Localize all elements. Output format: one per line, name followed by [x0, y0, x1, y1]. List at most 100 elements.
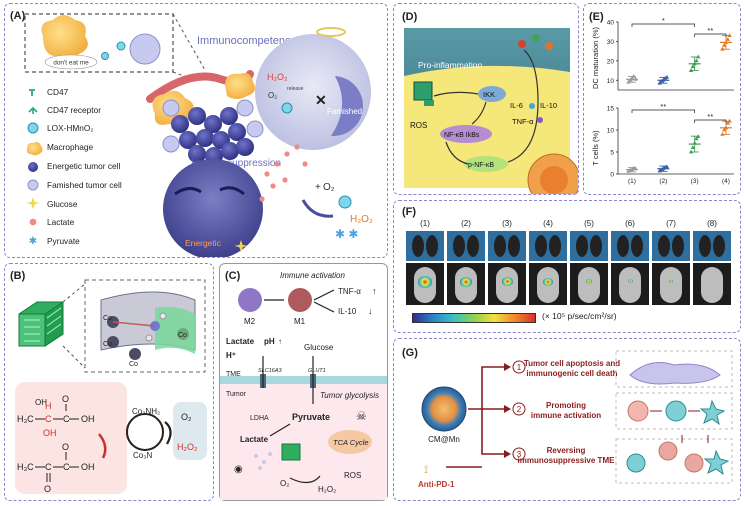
- red-arrow: [98, 433, 107, 459]
- co-atom-3: [129, 348, 141, 360]
- d-macrophage-core: [540, 166, 568, 194]
- f-group-label: (5): [584, 219, 594, 228]
- panel-e-label: (E): [589, 11, 604, 23]
- e-top-data-point: [662, 75, 668, 80]
- f-mouse-image: [447, 263, 485, 305]
- f-group-label: (4): [543, 219, 553, 228]
- f-mouse-image: [488, 263, 526, 305]
- e-top-data-point: [659, 78, 664, 83]
- ph-up: ↑: [278, 337, 282, 346]
- d-arrow-3: [445, 141, 469, 165]
- legend-lactate: Lactate: [47, 217, 75, 227]
- f-lung-image: [611, 231, 649, 261]
- e-top-data-point: [692, 61, 697, 66]
- e-bottom-sig-label: **: [660, 102, 666, 111]
- panel-c-art: Immune activation M2 M1 TNF-α ↑ IL-10 ↓ …: [220, 271, 387, 500]
- molecule-h1: [159, 312, 167, 320]
- d-arrow-4: [507, 49, 539, 163]
- panel-d-label: (D): [402, 11, 418, 23]
- c-tumor-label: Tumor: [226, 391, 247, 398]
- macrophage-cluster-2: [225, 73, 255, 99]
- e-bottom-xtick-label: (4): [722, 178, 730, 185]
- e-top-data-point: [631, 74, 636, 78]
- f-group-label: (2): [461, 219, 471, 228]
- tme-cell-3: [684, 453, 704, 473]
- e-top-data-point: [629, 75, 635, 80]
- e-top-data-point: [657, 80, 662, 85]
- legend-lox: LOX-HMnO₂: [47, 123, 94, 133]
- dc-cell-1: [627, 400, 649, 422]
- e-top-sig-bracket: [694, 33, 727, 37]
- f-group-label: (8): [707, 219, 717, 228]
- f-group-label: (6): [625, 219, 635, 228]
- m1-cell: [288, 288, 312, 312]
- lactate-box: [15, 382, 127, 494]
- svg-text:OH: OH: [81, 462, 95, 472]
- g-item-1-l2: immunogenic cell death: [526, 369, 617, 378]
- m2-cell: [238, 288, 262, 312]
- m2-label: M2: [244, 317, 256, 326]
- svg-text:O: O: [62, 442, 69, 452]
- legend-famished: Famished tumor cell: [47, 180, 122, 190]
- e-top-sig-label: **: [707, 26, 713, 35]
- legend-energetic: Energetic tumor cell: [47, 161, 120, 171]
- f-group-1: (1): [406, 219, 444, 305]
- x-mark: ✕: [315, 92, 327, 108]
- co3n-label: Co₃N: [133, 451, 152, 460]
- pyruvate-icon: ✱: [29, 236, 37, 247]
- dc-cell-2: [665, 400, 687, 422]
- e-top-data-point: [696, 54, 701, 59]
- c-ph-label: pH: [264, 337, 275, 346]
- famished-tumor-cell-icon: [27, 179, 39, 191]
- f-mouse-image: [693, 263, 731, 305]
- slc-label: SLC16A3: [258, 368, 282, 374]
- nanoparticle-inset-1: [116, 41, 126, 51]
- a-h2o2-right: H₂O₂: [350, 214, 373, 225]
- lox-hmno2-icon: [27, 122, 39, 134]
- co-label-2: Co: [103, 341, 112, 348]
- famished-nucleus: [331, 76, 364, 137]
- a-h2o2-label: H₂O₂: [267, 72, 288, 82]
- immunocompetence-label: Immunocompetence: [197, 35, 297, 47]
- ikk-label: IKK: [483, 90, 495, 99]
- redox-cycle: [126, 413, 164, 451]
- svg-text:C: C: [45, 414, 52, 424]
- f-lung-image: [447, 231, 485, 261]
- f-lung-image: [406, 231, 444, 261]
- panel-a-label: (A): [10, 10, 26, 22]
- g-arrow-3: [504, 450, 511, 458]
- tme-cell-2: [658, 441, 678, 461]
- g-num-2-circle: [512, 402, 526, 416]
- e-bottom-data-point: [725, 121, 730, 125]
- f-group-label: (3): [502, 219, 512, 228]
- panel-f-label: (F): [402, 206, 417, 218]
- a-o2-label: O₂: [268, 91, 277, 100]
- cd47-icon: [29, 89, 35, 96]
- pro-inflammation-label: Pro-inflammation: [418, 60, 483, 70]
- e-bottom-ytick-label: 0: [610, 172, 614, 179]
- legend-labels: CD47 CD47 receptor LOX-HMnO₂ Macrophage …: [47, 87, 122, 246]
- glycolysis-label: Tumor glycolysis: [320, 391, 379, 400]
- e-bottom-sig-bracket: [631, 109, 696, 113]
- immune-activation-label: Immune activation: [280, 271, 345, 280]
- membrane: [220, 376, 387, 384]
- panel-b-label: (B): [10, 270, 26, 282]
- f-group-6: (6): [611, 219, 649, 305]
- svg-text:C: C: [63, 462, 70, 472]
- nfkb-node: [440, 125, 492, 143]
- panel-g-art: CM@Mn ⟟ Anti-PD-1 1 2 3 Tumor cell apopt…: [418, 350, 733, 489]
- e-top-data-point: [688, 68, 694, 72]
- skull-icon: ☠: [356, 409, 367, 423]
- tme-cell-1: [626, 453, 646, 473]
- ikk-node: [478, 86, 506, 102]
- glut-label: GLUT1: [308, 368, 326, 374]
- f-mouse-image: [406, 263, 444, 305]
- panel-a-art: don't eat me ✱ CD47 CD47 receptor: [24, 13, 373, 257]
- c-tnf-label: TNF-α: [338, 287, 361, 296]
- f-lung-image: [488, 231, 526, 261]
- cd47-receptor-icon: [28, 106, 38, 114]
- b-h2o2-label: H₂O₂: [177, 442, 198, 452]
- svg-text:O: O: [44, 484, 51, 494]
- laser-icon: ◉: [234, 464, 243, 475]
